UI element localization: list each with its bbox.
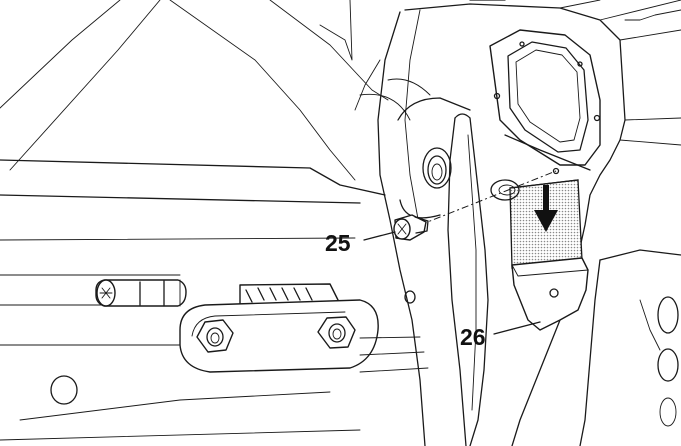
slot-guide — [447, 113, 489, 446]
fin-line — [359, 351, 425, 356]
callout-25: 25 — [325, 230, 351, 256]
small-hole — [404, 290, 416, 304]
top-cover — [489, 29, 601, 171]
cover-plate-26 — [511, 257, 589, 331]
callout-26: 26 — [460, 324, 486, 350]
saw-housing — [0, 0, 389, 441]
fin-line — [359, 336, 421, 339]
leader-line-25 — [363, 231, 396, 241]
down-arrow-icon — [534, 185, 558, 232]
leader-line-26 — [493, 321, 541, 335]
tension-screw — [95, 279, 187, 307]
alignment-line — [419, 170, 557, 226]
boss — [359, 78, 471, 219]
screw-icon — [393, 214, 429, 241]
fin-line — [359, 367, 429, 373]
rear-frame — [377, 0, 681, 446]
nut-left — [196, 319, 234, 353]
screw-hole — [490, 167, 560, 201]
nut-right — [317, 316, 356, 349]
